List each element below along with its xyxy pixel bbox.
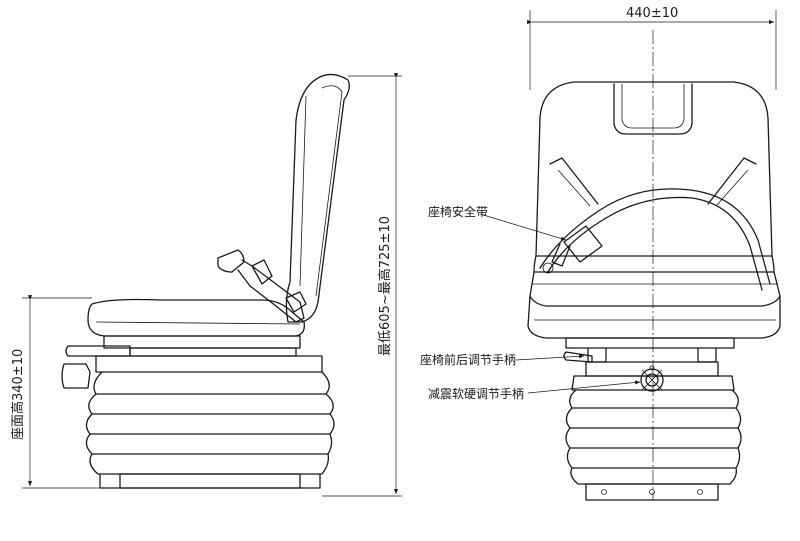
seat-height-dimension (22, 295, 120, 489)
side-damping-knob (61, 363, 91, 389)
seat-height-label: 座面高340±10 (10, 349, 26, 440)
side-base-plate (119, 473, 301, 489)
side-seat-frame (103, 335, 301, 349)
front-base-plate (585, 483, 719, 501)
front-backrest (535, 81, 773, 257)
seat-belt-label: 座椅安全带 (428, 204, 488, 219)
front-damping-knob (640, 365, 664, 392)
callouts (479, 213, 641, 394)
side-view (61, 73, 350, 489)
side-backrest (285, 73, 350, 323)
side-belt-handle (217, 249, 245, 273)
overall-height-dimension (322, 73, 402, 497)
side-seat-cushion (87, 298, 305, 337)
side-bellows (85, 371, 335, 489)
damping-handle-label: 减震软硬调节手柄 (428, 387, 524, 401)
front-view (527, 10, 781, 501)
overall-height-label: 最低605~最高725±10 (377, 216, 393, 356)
front-bellows (565, 389, 742, 485)
front-seat-cushion (527, 295, 781, 339)
fore-aft-handle-label: 座椅前后调节手柄 (420, 352, 516, 367)
width-label: 440±10 (626, 6, 678, 21)
front-seatbelt (539, 188, 771, 291)
